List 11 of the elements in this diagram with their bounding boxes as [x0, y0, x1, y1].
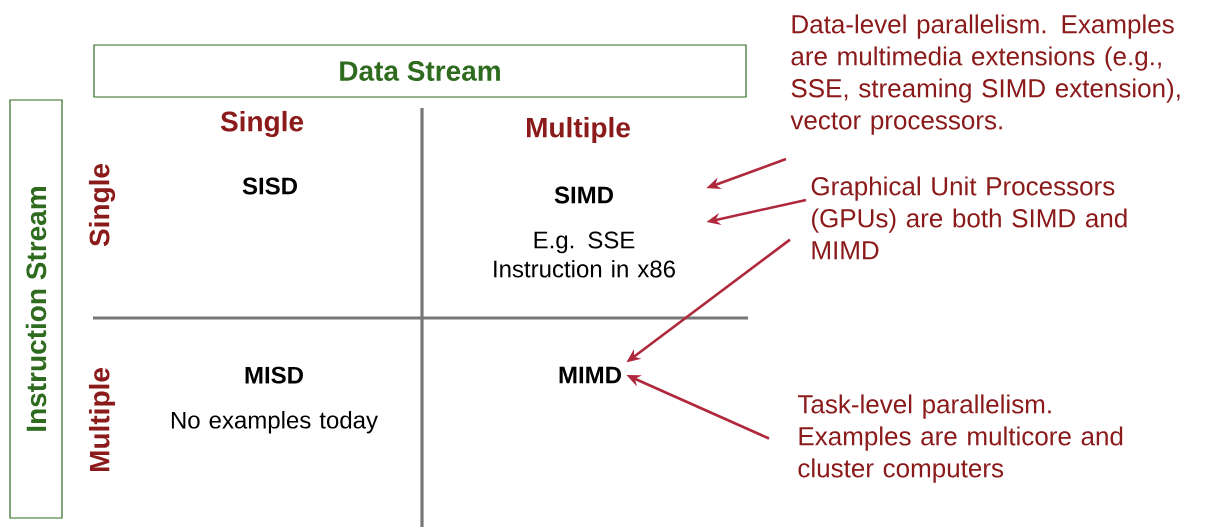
quadrant-cell: MISD No examples today	[171, 366, 378, 434]
axis-label: Single	[88, 163, 116, 247]
callout-text: Data-level parallelism. Examples are multimedia extensions (e.g., SSE, streaming SIMD extension), vector processors.	[790, 14, 1180, 135]
quadrant-cell: SIMD E.g. SSE Instruction in x86	[494, 186, 675, 278]
callout-text: Task-level parallelism. Examples are multicore and cluster computers	[798, 394, 1123, 483]
quadrant-cell: MIMD	[559, 366, 621, 384]
header-box: Instruction Stream	[9, 99, 63, 519]
axis-label: Multiple	[88, 368, 116, 471]
callout-text: Graphical Unit Processors (GPUs) are both SIMD and MIMD	[811, 176, 1127, 260]
header-box: Data Stream	[93, 44, 747, 98]
quadrant-cell: SISD	[242, 177, 297, 195]
